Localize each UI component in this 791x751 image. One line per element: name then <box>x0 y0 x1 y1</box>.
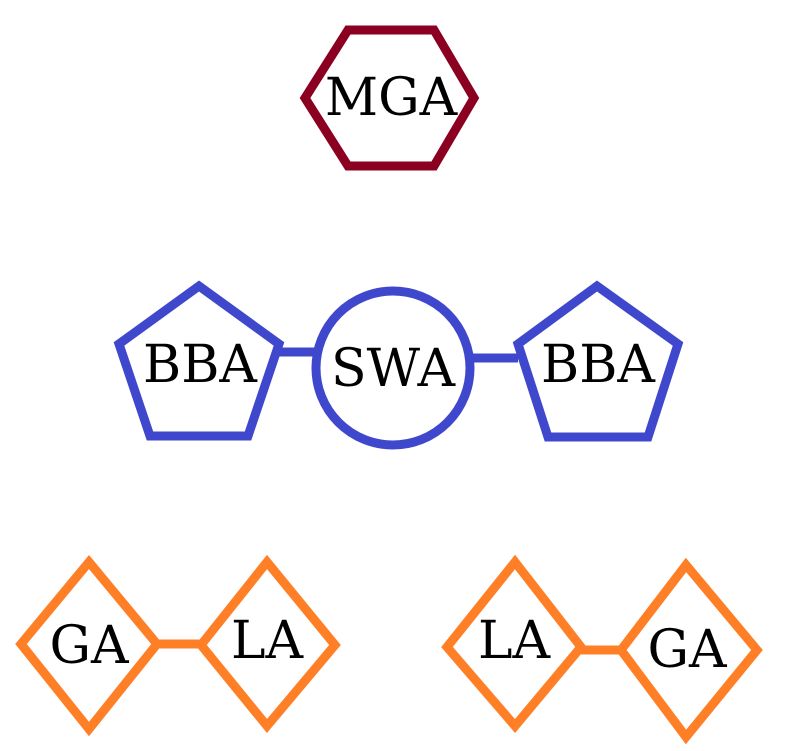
la-left-node: LA <box>195 554 341 734</box>
diamond-icon <box>15 554 163 737</box>
diamond-icon <box>615 557 763 745</box>
circle-icon <box>311 286 475 450</box>
diamond-icon <box>441 554 587 733</box>
la-right-node: LA <box>441 554 587 733</box>
bba-left-node: BBA <box>113 280 285 441</box>
pentagon-icon <box>512 280 684 442</box>
bba-right-label: BBA <box>541 335 656 395</box>
pentagon-icon <box>113 280 285 441</box>
bba-left-label: BBA <box>143 335 258 395</box>
bba-right-node: BBA <box>512 280 684 442</box>
ga-left-node: GA <box>15 554 163 737</box>
ga-left-label: GA <box>49 616 130 676</box>
mga-node: MGA <box>299 25 480 171</box>
la-right-label: LA <box>478 611 552 671</box>
hexagon-icon <box>299 25 480 171</box>
mga-label: MGA <box>325 68 459 128</box>
ga-right-node: GA <box>615 557 763 745</box>
ga-right-label: GA <box>647 620 728 680</box>
diamond-icon <box>195 554 341 734</box>
swa-node: SWA <box>311 286 475 450</box>
la-left-label: LA <box>231 611 305 671</box>
swa-label: SWA <box>331 339 456 399</box>
